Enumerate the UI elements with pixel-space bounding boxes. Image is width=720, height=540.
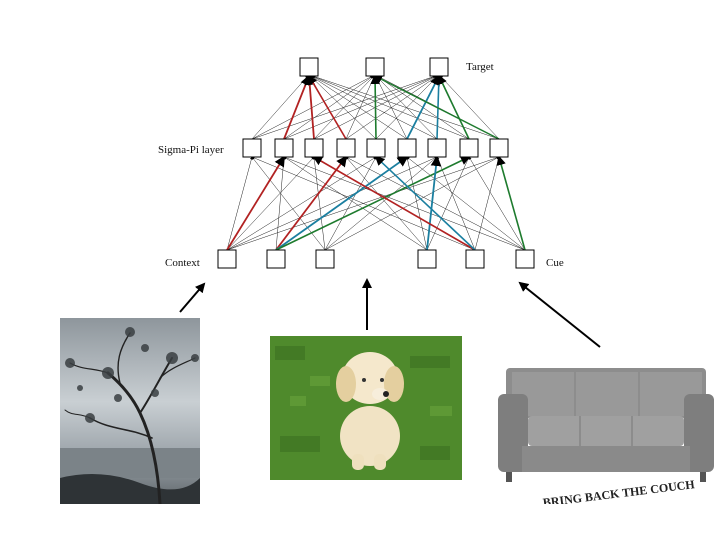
cue-node: [418, 250, 436, 268]
highlight-edge: [439, 76, 469, 139]
couch-photo: BRING BACK THE COUCH: [492, 354, 720, 504]
couch-image: BRING BACK THE COUCH: [492, 354, 720, 504]
sigma-pi-node: [398, 139, 416, 157]
cue-node: [516, 250, 534, 268]
cue-node: [466, 250, 484, 268]
highlight-edge: [376, 157, 475, 250]
sigma-target-edge: [310, 76, 376, 139]
sigma-pi-label: Sigma-Pi layer: [158, 144, 224, 156]
input-sigma-edge: [475, 157, 499, 250]
couch-arrow: [520, 283, 600, 347]
sigma-target-edge: [376, 76, 407, 139]
input-sigma-edge: [276, 157, 284, 250]
sigma-pi-node: [428, 139, 446, 157]
tree-image: [60, 318, 200, 504]
cue-label: Cue: [546, 257, 564, 269]
sigma-target-edge: [440, 76, 499, 139]
highlight-edge: [276, 157, 346, 250]
puppy-image: [270, 336, 462, 480]
input-sigma-edge: [284, 157, 525, 250]
tree-arrow: [180, 284, 204, 312]
sigma-pi-node: [367, 139, 385, 157]
context-node: [218, 250, 236, 268]
highlight-edge: [284, 76, 309, 139]
input-sigma-edge: [469, 157, 525, 250]
input-sigma-edge: [227, 157, 376, 250]
target-node: [430, 58, 448, 76]
highlight-edge: [309, 76, 314, 139]
input-layer: Context Cue: [165, 250, 564, 269]
context-label: Context: [165, 257, 200, 269]
connection-lines: [227, 76, 525, 250]
target-label: Target: [466, 61, 494, 73]
input-sigma-edge: [227, 157, 252, 250]
target-layer: Target: [300, 58, 494, 76]
target-node: [300, 58, 318, 76]
input-sigma-edge: [427, 157, 469, 250]
input-sigma-edge: [252, 157, 325, 250]
highlight-edge: [407, 76, 439, 139]
sigma-pi-node: [305, 139, 323, 157]
input-sigma-edge: [407, 157, 427, 250]
sigma-target-edge: [314, 76, 374, 139]
context-node: [267, 250, 285, 268]
tree-photo: [60, 318, 200, 504]
highlight-edge: [314, 157, 475, 250]
sigma-pi-node: [490, 139, 508, 157]
highlight-edge: [499, 157, 525, 250]
target-node: [366, 58, 384, 76]
input-sigma-edge: [325, 157, 376, 250]
sigma-pi-node: [337, 139, 355, 157]
sigma-pi-node: [243, 139, 261, 157]
input-sigma-edge: [437, 157, 475, 250]
context-node: [316, 250, 334, 268]
puppy-photo: [270, 336, 462, 480]
input-sigma-edge: [227, 157, 314, 250]
sigma-pi-layer: Sigma-Pi layer: [158, 139, 508, 157]
highlight-edge: [375, 76, 376, 139]
sigma-pi-node: [460, 139, 478, 157]
input-sigma-edge: [325, 157, 499, 250]
sigma-pi-node: [275, 139, 293, 157]
highlight-edge: [227, 157, 284, 250]
